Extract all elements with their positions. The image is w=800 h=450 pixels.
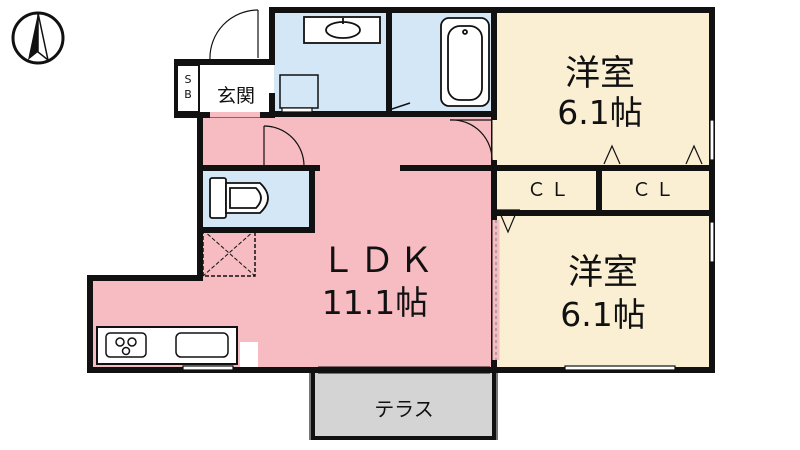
ldk-floor	[92, 112, 494, 368]
sb-label-bottom: B	[184, 88, 192, 101]
ldk-title: ＬＤＫ	[320, 241, 437, 281]
door-openings	[210, 110, 500, 374]
terrace-rail	[309, 368, 498, 440]
ldk-size: 11.1帖	[322, 283, 428, 322]
terrace-label: テラス	[374, 397, 434, 421]
western-room-1-title: 洋室	[565, 54, 635, 94]
western-room-2-size: 6.1帖	[560, 295, 645, 334]
sink-icon	[175, 332, 229, 358]
washing-machine-space	[279, 74, 319, 109]
fridge-space	[202, 229, 256, 277]
closet-1	[494, 168, 598, 213]
closet-2	[600, 168, 710, 213]
bathtub-icon	[440, 17, 490, 107]
toilet-icon	[209, 177, 269, 219]
western-room-1	[494, 12, 710, 168]
western-room-2	[494, 213, 710, 368]
kitchen-counter	[96, 326, 238, 365]
genkan-floor	[200, 65, 269, 112]
shoe-box	[176, 64, 200, 113]
windows	[182, 107, 715, 371]
western-room-1-size: 6.1帖	[557, 93, 642, 132]
closet-2-label: ＣＬ	[632, 179, 678, 201]
north-arrow-icon	[11, 11, 65, 65]
vanity-icon	[303, 16, 381, 44]
western-room-2-title: 洋室	[568, 253, 638, 293]
sb-label-top: S	[185, 73, 192, 86]
door-swings	[209, 9, 703, 360]
genkan-label: 玄関	[217, 85, 255, 107]
stove-icon	[105, 332, 147, 358]
closet-1-label: ＣＬ	[527, 179, 573, 201]
